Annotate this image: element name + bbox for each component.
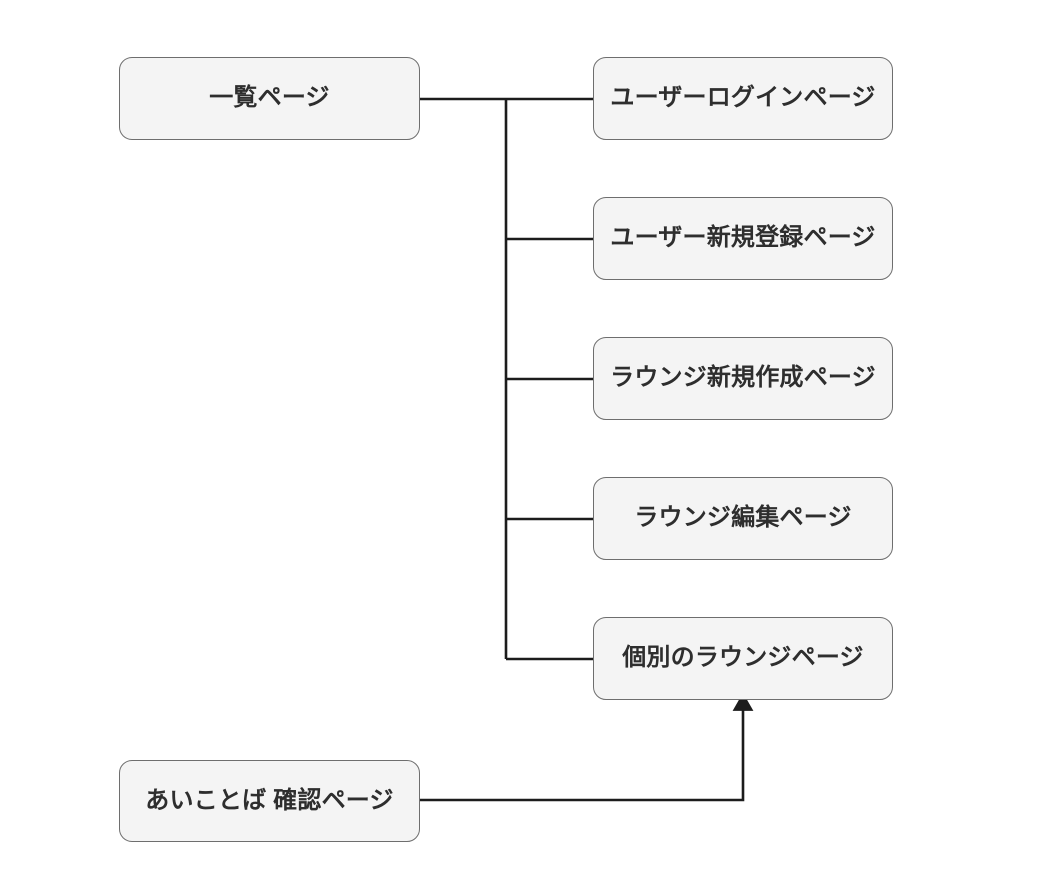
node-list-page[interactable]: 一覧ページ (119, 57, 420, 140)
node-lounge-edit-page[interactable]: ラウンジ編集ページ (593, 477, 893, 560)
node-passphrase-confirm-page-label: あいことば 確認ページ (145, 786, 394, 814)
node-user-login-page[interactable]: ユーザーログインページ (593, 57, 893, 140)
node-lounge-edit-page-label: ラウンジ編集ページ (634, 504, 852, 532)
node-lounge-detail-page[interactable]: 個別のラウンジページ (593, 617, 893, 700)
node-user-signup-page-label: ユーザー新規登録ページ (610, 224, 876, 252)
node-lounge-create-page[interactable]: ラウンジ新規作成ページ (593, 337, 893, 420)
node-lounge-create-page-label: ラウンジ新規作成ページ (610, 364, 876, 392)
node-user-signup-page[interactable]: ユーザー新規登録ページ (593, 197, 893, 280)
node-list-page-label: 一覧ページ (209, 84, 330, 112)
edge-passphrase-to-lounge-detail (420, 692, 754, 802)
node-lounge-detail-page-label: 個別のラウンジページ (622, 644, 864, 672)
node-passphrase-confirm-page[interactable]: あいことば 確認ページ (119, 760, 420, 842)
node-user-login-page-label: ユーザーログインページ (610, 84, 876, 112)
